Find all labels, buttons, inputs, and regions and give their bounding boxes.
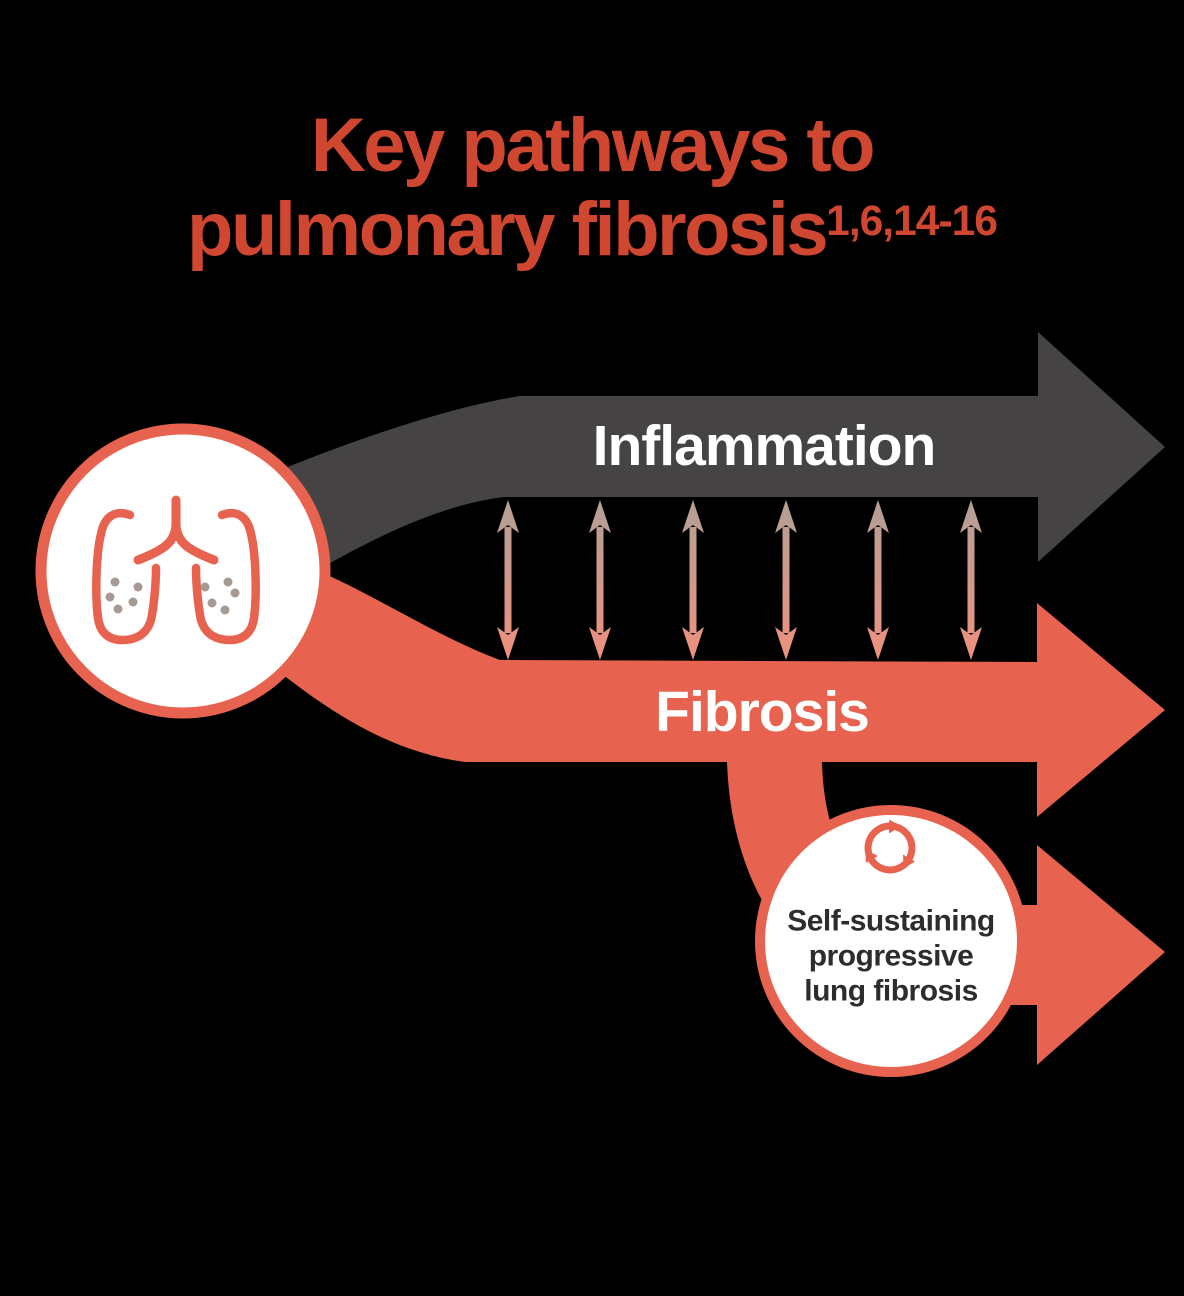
title-line2: pulmonary fibrosis (187, 187, 829, 272)
title-line1: Key pathways to (310, 103, 876, 188)
fibrosis-dots (105, 577, 240, 615)
feedback-arrow (867, 500, 889, 660)
lungs-icon (92, 495, 260, 645)
outcome-caption-line3: lung fibrosis (804, 974, 978, 1008)
feedback-arrows (497, 500, 982, 660)
feedback-arrow (682, 500, 704, 660)
outcome-caption-line1: Self-sustaining (787, 904, 995, 938)
outcome-badge (755, 805, 1027, 1077)
page-title: Key pathways to pulmonary fibrosis1,6,14… (0, 104, 1184, 283)
fibrosis-label: Fibrosis (655, 680, 870, 744)
fibrosis-arrow (273, 563, 1165, 817)
feedback-arrow (775, 500, 797, 660)
feedback-arrow (497, 500, 519, 660)
feedback-arrow (589, 500, 611, 660)
outcome-caption-line2: progressive (808, 939, 974, 973)
title-references: 1,6,14-16 (826, 196, 998, 245)
outcome-caption: Self-sustaining progressive lung fibrosi… (787, 904, 995, 1009)
feedback-arrow (960, 500, 982, 660)
cycle-arrows-icon (864, 819, 916, 874)
inflammation-arrow (280, 332, 1165, 570)
lungs-badge (35, 423, 331, 719)
inflammation-label: Inflammation (592, 414, 937, 478)
